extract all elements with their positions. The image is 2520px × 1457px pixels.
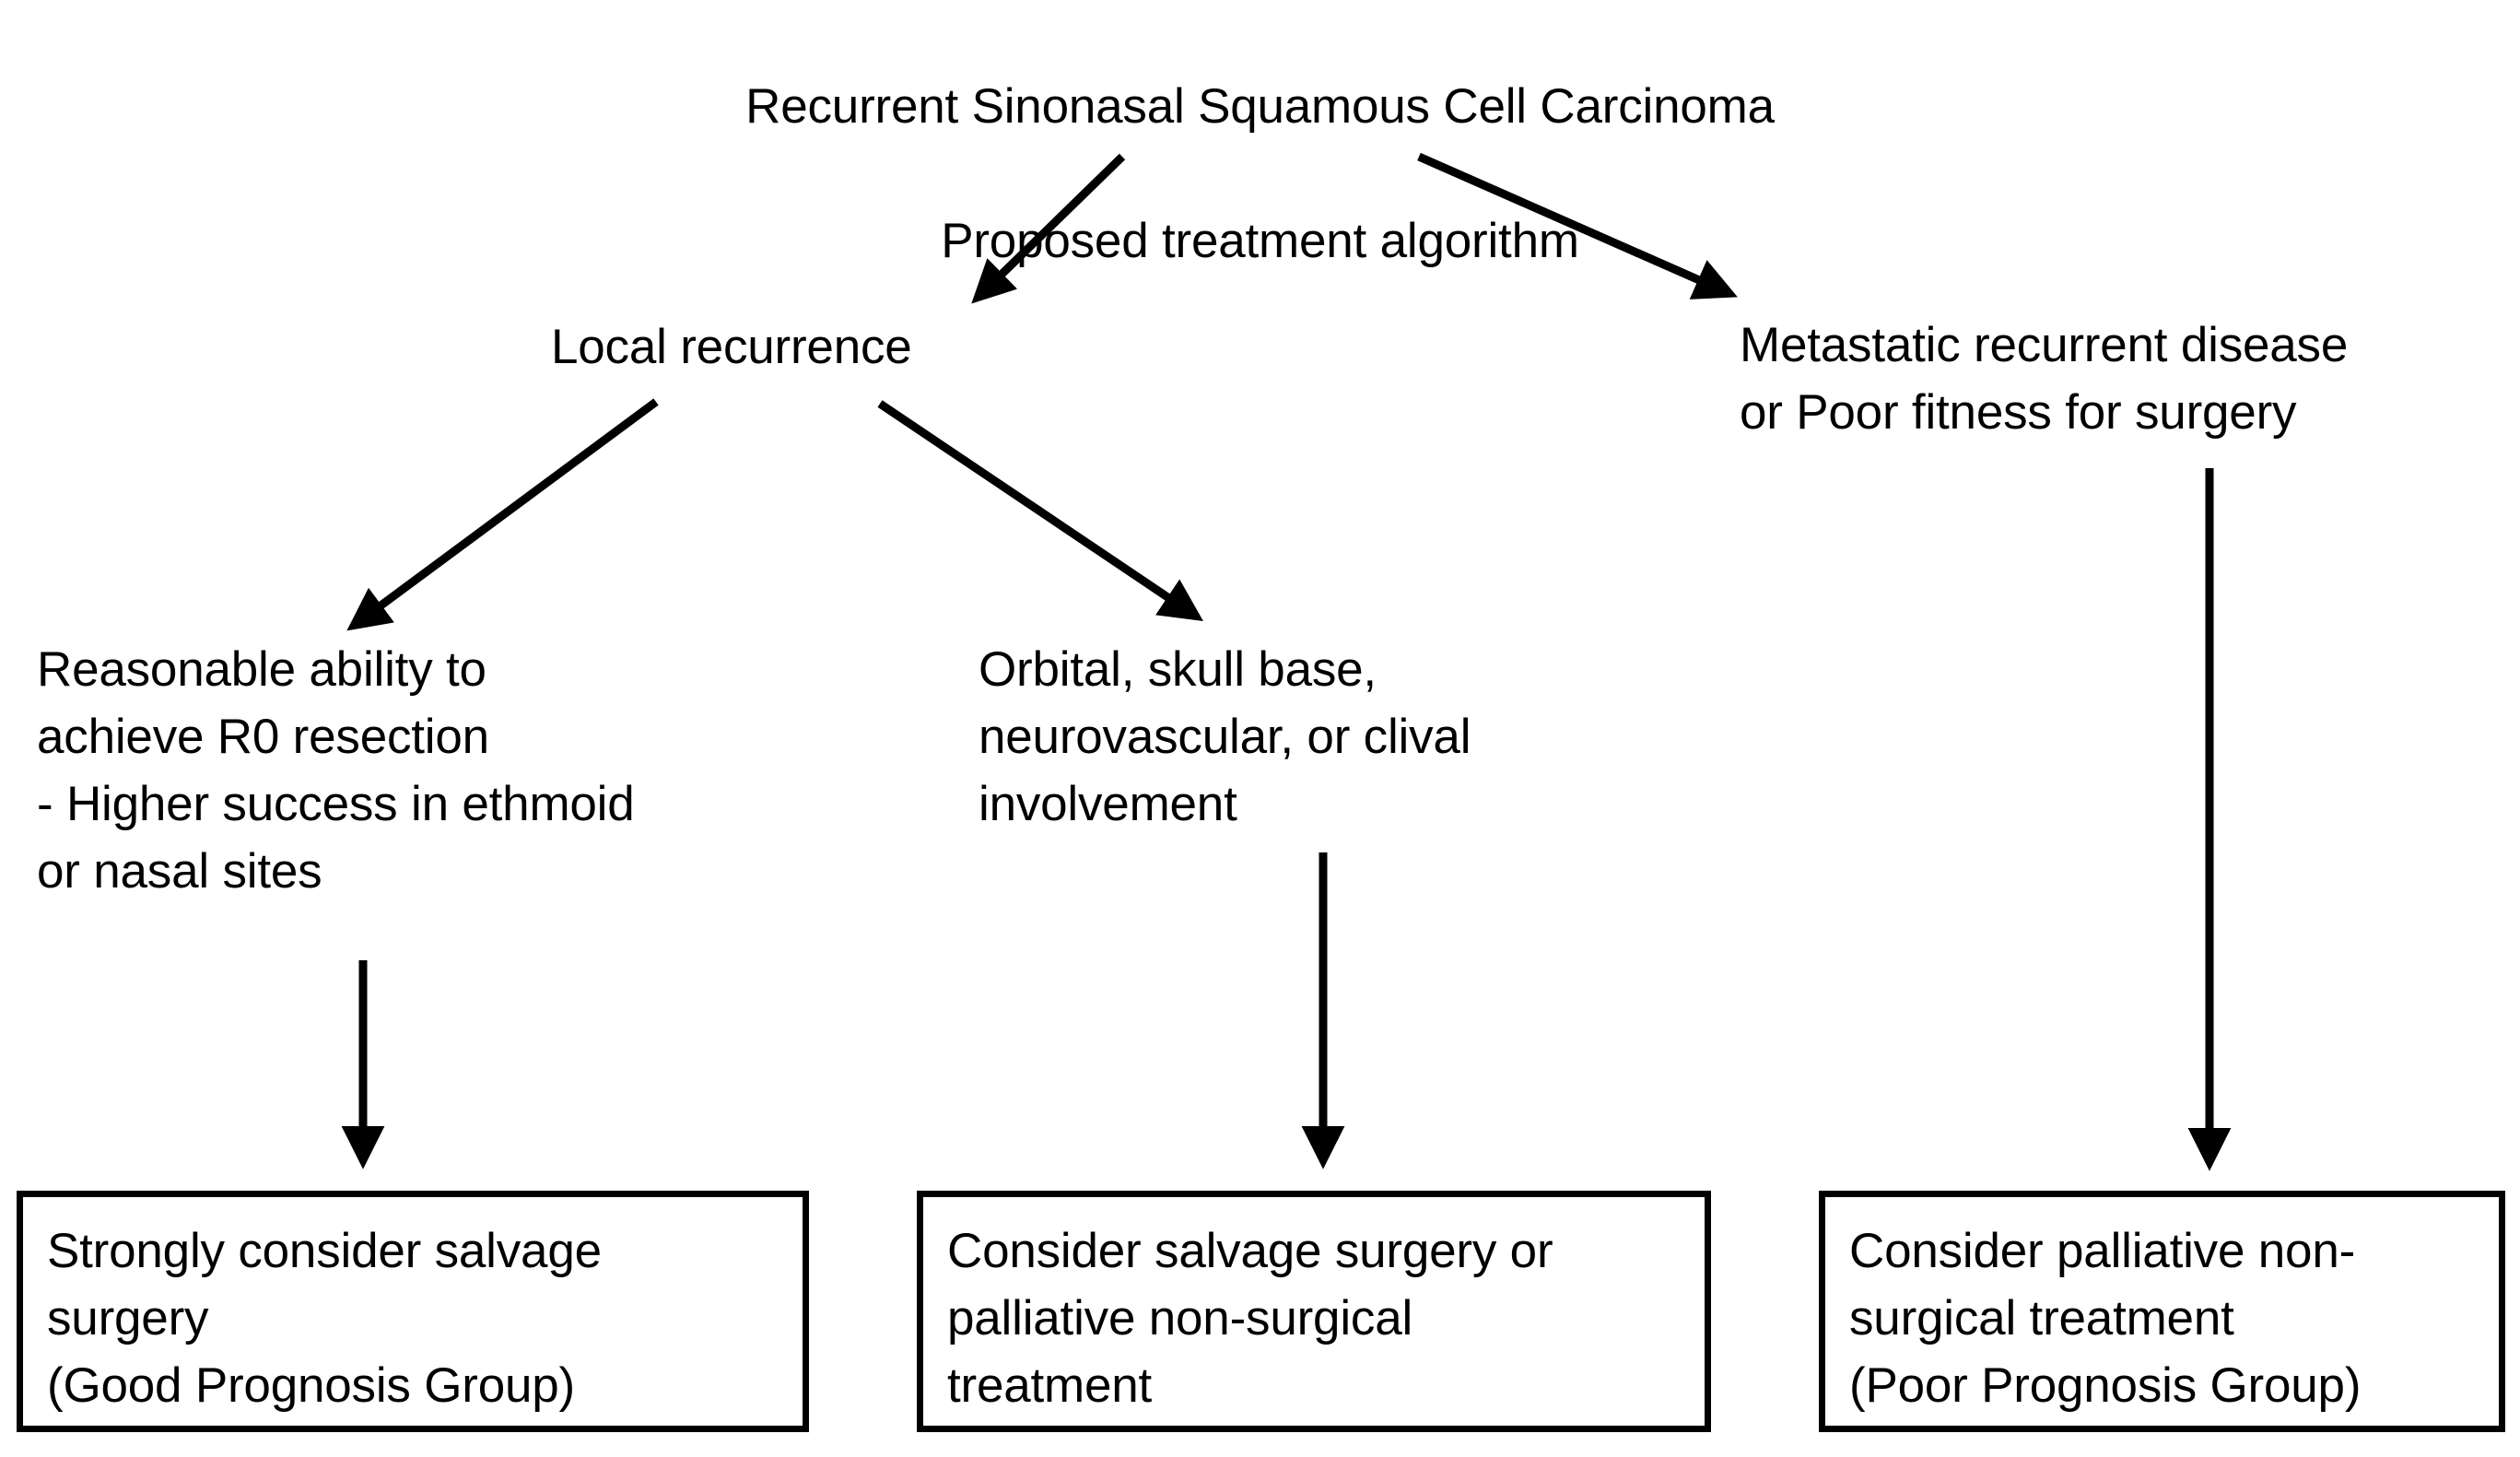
node-reasonable-ability-r0-resection: Reasonable ability to achieve R0 resecti… — [37, 642, 635, 899]
diagram-title-line-2: Proposed treatment algorithm — [941, 214, 1579, 268]
outcome-box-salvage-or-palliative-label: Consider salvage surgery or palliative n… — [947, 1224, 1553, 1413]
outcome-box-poor-prognosis-label: Consider palliative non- surgical treatm… — [1849, 1224, 2362, 1413]
diagram-title: Recurrent Sinonasal Squamous Cell Carcin… — [0, 6, 2520, 342]
edge-local-to-reasonable — [346, 398, 659, 631]
diagram-title-line-1: Recurrent Sinonasal Squamous Cell Carcin… — [745, 79, 1775, 134]
node-orbital-skull-base-involvement: Orbital, skull base, neurovascular, or c… — [979, 642, 1471, 831]
edge-local-to-orbital — [877, 400, 1203, 622]
outcome-box-salvage-or-palliative: Consider salvage surgery or palliative n… — [917, 1191, 1711, 1432]
outcome-box-good-prognosis: Strongly consider salvage surgery (Good … — [17, 1191, 809, 1432]
outcome-box-good-prognosis-label: Strongly consider salvage surgery (Good … — [47, 1224, 602, 1413]
node-local-recurrence: Local recurrence — [551, 320, 912, 374]
outcome-box-poor-prognosis: Consider palliative non- surgical treatm… — [1819, 1191, 2505, 1432]
node-metastatic-recurrent-disease: Metastatic recurrent disease or Poor fit… — [1740, 318, 2349, 440]
